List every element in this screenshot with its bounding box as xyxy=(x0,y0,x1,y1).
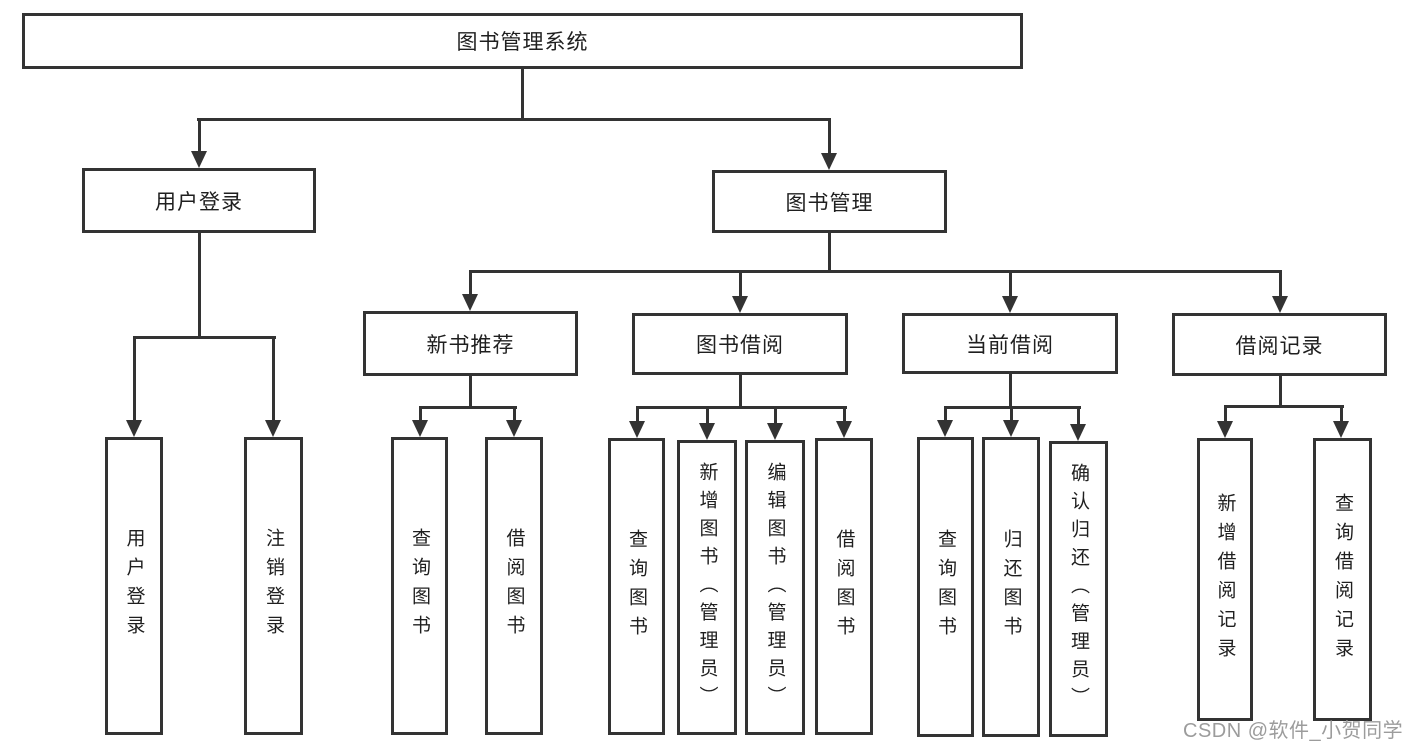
connector-line xyxy=(513,406,516,423)
connector-line xyxy=(1224,405,1344,408)
leaf-query-borrow-record: 查询借阅记录 xyxy=(1313,438,1372,721)
leaf-query-books-label: 查询图书 xyxy=(409,528,430,644)
node-book-borrowing: 图书借阅 xyxy=(632,313,848,375)
leaf-add-borrow-record: 新增借阅记录 xyxy=(1197,438,1253,721)
arrow-down-icon xyxy=(265,420,281,437)
arrow-down-icon xyxy=(1002,296,1018,313)
leaf-borrow-books: 借阅图书 xyxy=(485,437,543,735)
connector-line xyxy=(774,406,777,426)
arrow-down-icon xyxy=(1003,420,1019,437)
leaf-borrow-books-label: 借阅图书 xyxy=(833,528,855,645)
connector-line xyxy=(521,69,524,121)
leaf-user-login: 用户登录 xyxy=(105,437,163,735)
arrow-down-icon xyxy=(1070,424,1086,441)
node-borrowing-records: 借阅记录 xyxy=(1172,313,1387,376)
connector-line xyxy=(1340,405,1343,424)
arrow-down-icon xyxy=(1333,421,1349,438)
connector-line xyxy=(828,118,831,156)
connector-line xyxy=(134,336,276,339)
node-new-book-recommend: 新书推荐 xyxy=(363,311,578,376)
arrow-down-icon xyxy=(412,420,428,437)
arrow-down-icon xyxy=(836,421,852,438)
connector-line xyxy=(198,233,201,339)
node-borrowing-records-label: 借阅记录 xyxy=(1235,334,1324,358)
connector-line xyxy=(843,406,846,424)
leaf-query-books: 查询图书 xyxy=(917,437,974,737)
node-library-system-label: 图书管理系统 xyxy=(456,31,589,54)
connector-line xyxy=(1010,406,1013,423)
leaf-confirm-return-admin-label: 确认归还（管理员） xyxy=(1068,463,1089,715)
connector-line xyxy=(636,406,639,424)
leaf-borrow-books: 借阅图书 xyxy=(815,438,873,735)
connector-line xyxy=(1077,406,1080,427)
leaf-add-books-admin: 新增图书（管理员） xyxy=(677,440,737,735)
leaf-add-borrow-record-label: 新增借阅记录 xyxy=(1214,492,1236,667)
connector-line xyxy=(272,336,275,423)
leaf-logout: 注销登录 xyxy=(244,437,303,735)
connector-line xyxy=(197,118,831,121)
node-library-system: 图书管理系统 xyxy=(22,13,1023,69)
arrow-down-icon xyxy=(629,421,645,438)
connector-line xyxy=(637,406,847,409)
connector-line xyxy=(828,233,831,273)
connector-line xyxy=(1224,405,1227,424)
arrow-down-icon xyxy=(937,420,953,437)
leaf-query-books: 查询图书 xyxy=(391,437,448,735)
connector-line xyxy=(469,376,472,409)
leaf-confirm-return-admin: 确认归还（管理员） xyxy=(1049,441,1108,737)
node-user-login: 用户登录 xyxy=(82,168,316,233)
connector-line xyxy=(419,406,422,423)
leaf-query-borrow-record-label: 查询借阅记录 xyxy=(1332,492,1353,667)
leaf-edit-books-admin: 编辑图书（管理员） xyxy=(745,440,805,735)
connector-line xyxy=(1009,374,1012,409)
node-book-borrowing-label: 图书借阅 xyxy=(696,334,784,357)
leaf-query-books: 查询图书 xyxy=(608,438,665,735)
connector-line xyxy=(1279,270,1282,299)
node-current-borrowing-label: 当前借阅 xyxy=(966,333,1054,357)
leaf-query-books-label: 查询图书 xyxy=(626,528,647,645)
leaf-user-login-label: 用户登录 xyxy=(123,528,145,644)
connector-line xyxy=(469,270,472,297)
arrow-down-icon xyxy=(462,294,478,311)
leaf-return-books-label: 归还图书 xyxy=(1000,529,1022,645)
arrow-down-icon xyxy=(699,423,715,440)
connector-line xyxy=(1009,270,1012,299)
node-user-login-label: 用户登录 xyxy=(155,190,243,214)
node-new-book-recommend-label: 新书推荐 xyxy=(426,333,515,357)
leaf-return-books: 归还图书 xyxy=(982,437,1040,737)
arrow-down-icon xyxy=(1272,296,1288,313)
leaf-logout-label: 注销登录 xyxy=(263,528,284,644)
arrow-down-icon xyxy=(732,296,748,313)
node-current-borrowing: 当前借阅 xyxy=(902,313,1118,374)
connector-line xyxy=(944,406,947,423)
connector-line xyxy=(470,270,1282,273)
arrow-down-icon xyxy=(767,423,783,440)
leaf-query-books-label: 查询图书 xyxy=(935,529,956,645)
connector-line xyxy=(1279,376,1282,408)
connector-line xyxy=(739,270,742,299)
arrow-down-icon xyxy=(126,420,142,437)
leaf-borrow-books-label: 借阅图书 xyxy=(503,528,525,644)
connector-line xyxy=(706,406,709,426)
arrow-down-icon xyxy=(191,151,207,168)
connector-line xyxy=(198,118,201,154)
connector-line xyxy=(133,336,136,423)
arrow-down-icon xyxy=(506,420,522,437)
arrow-down-icon xyxy=(1217,421,1233,438)
connector-line xyxy=(739,375,742,409)
leaf-add-books-admin-label: 新增图书（管理员） xyxy=(696,461,718,714)
node-book-management: 图书管理 xyxy=(712,170,947,233)
arrow-down-icon xyxy=(821,153,837,170)
node-book-management-label: 图书管理 xyxy=(785,191,874,215)
connector-line xyxy=(945,406,1081,409)
connector-line xyxy=(419,406,517,409)
csdn-watermark: CSDN @软件_小贺同学 xyxy=(1183,720,1404,742)
leaf-edit-books-admin-label: 编辑图书（管理员） xyxy=(764,461,786,714)
